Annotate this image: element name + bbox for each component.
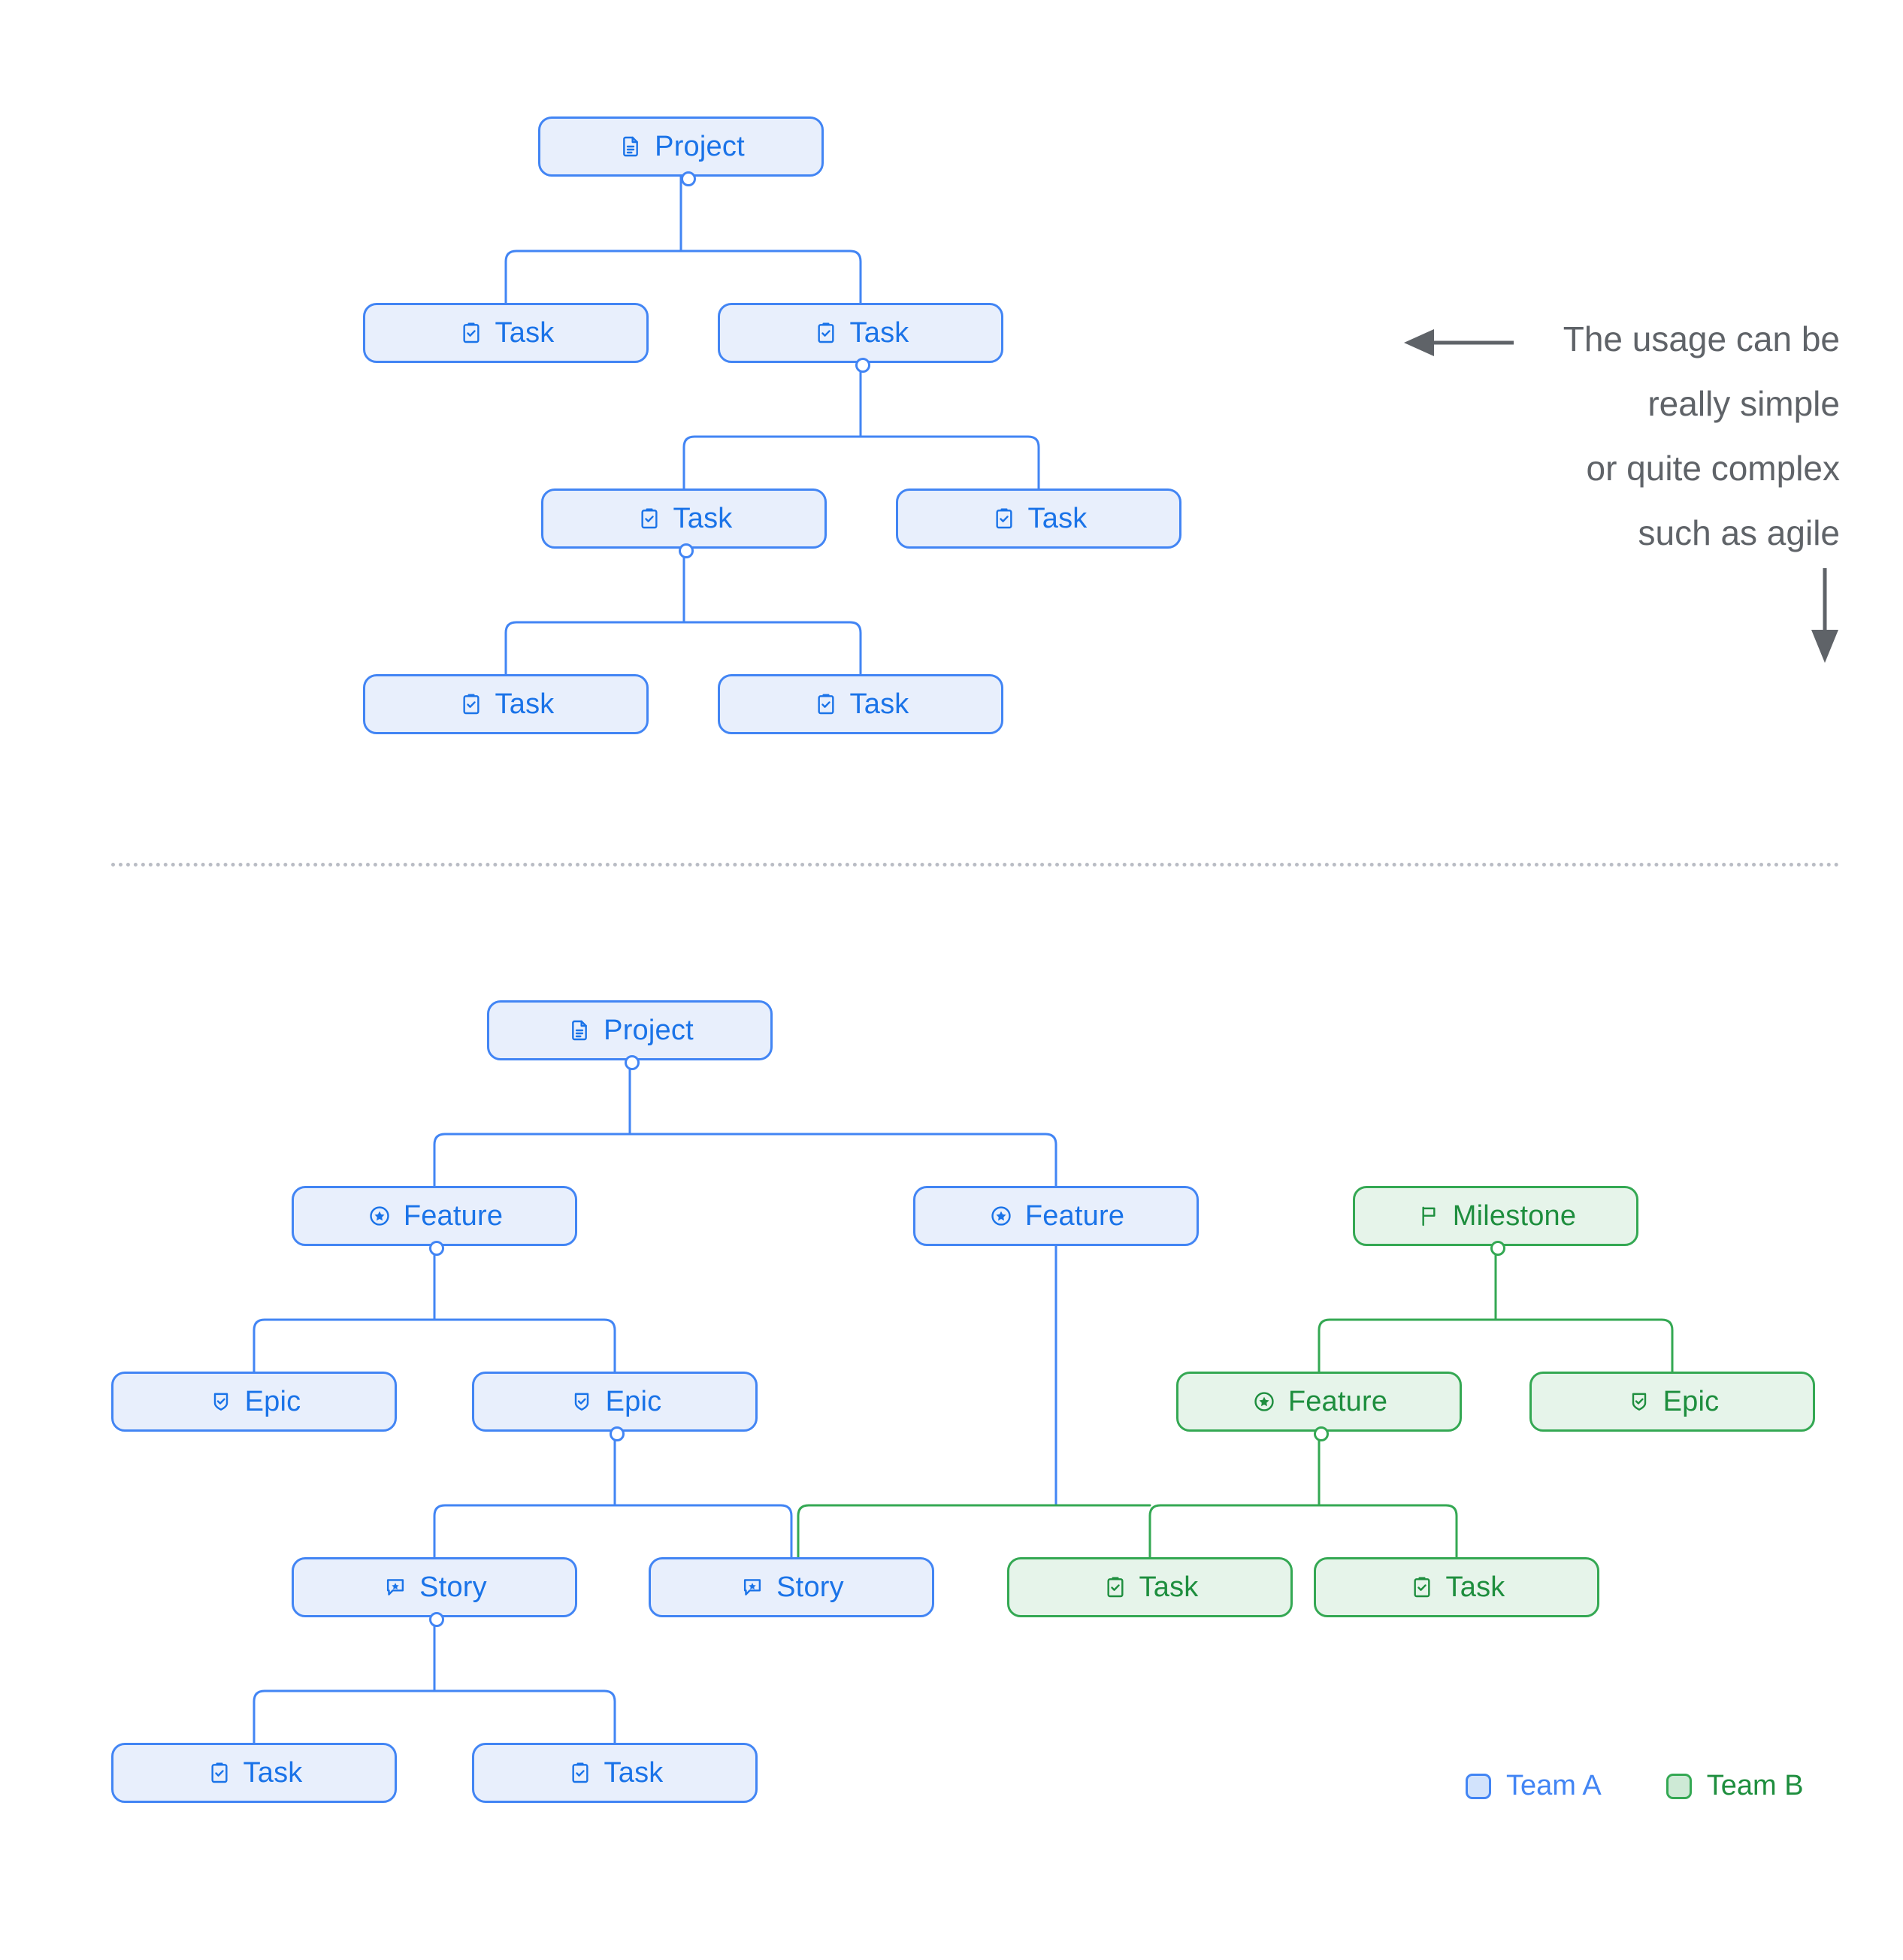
node-label: Task <box>495 317 555 349</box>
legend-item-team-b[interactable]: Team B <box>1666 1770 1804 1802</box>
task-icon <box>812 691 840 718</box>
connector-port <box>681 171 696 186</box>
node-task[interactable]: Task <box>111 1743 397 1803</box>
node-label: Task <box>1027 503 1088 534</box>
story-icon <box>739 1574 766 1601</box>
node-label: Epic <box>244 1386 301 1417</box>
arrow-down-icon <box>1811 568 1838 663</box>
node-epic[interactable]: Epic <box>1529 1372 1815 1432</box>
task-icon <box>636 505 663 532</box>
legend-swatch-icon <box>1666 1773 1692 1799</box>
node-task[interactable]: Task <box>472 1743 758 1803</box>
node-milestone[interactable]: Milestone <box>1353 1186 1638 1256</box>
node-task[interactable]: Task <box>1314 1557 1599 1617</box>
connector-port <box>610 1426 625 1441</box>
node-task[interactable]: Task <box>363 674 649 734</box>
node-label: Feature <box>403 1200 504 1232</box>
section-divider <box>111 863 1840 867</box>
arrow-left-icon <box>1404 329 1514 356</box>
node-task[interactable]: Task <box>1007 1557 1293 1617</box>
node-task[interactable]: Task <box>718 674 1003 734</box>
connector-port <box>679 543 694 558</box>
node-label: Project <box>604 1015 694 1046</box>
node-story[interactable]: Story <box>292 1557 577 1627</box>
legend-item-team-a[interactable]: Team A <box>1466 1770 1602 1802</box>
legend-label: Team B <box>1706 1770 1804 1801</box>
epic-icon <box>568 1388 595 1415</box>
node-label: Task <box>1445 1571 1505 1603</box>
epic-icon <box>207 1388 234 1415</box>
node-label: Task <box>243 1757 303 1789</box>
feature-icon <box>988 1202 1015 1230</box>
annotation-line-1: The usage can be <box>1563 319 1840 358</box>
annotation-line-3: or quite complex <box>1586 449 1841 488</box>
node-label: Epic <box>1662 1386 1720 1417</box>
node-task[interactable]: Task <box>718 303 1003 373</box>
epic-icon <box>1626 1388 1653 1415</box>
node-project[interactable]: Project <box>538 116 824 186</box>
node-task[interactable]: Task <box>541 488 827 558</box>
feature-icon <box>1251 1388 1278 1415</box>
node-label: Task <box>604 1757 664 1789</box>
task-icon <box>812 319 840 346</box>
task-icon <box>1102 1574 1129 1601</box>
milestone-icon <box>1415 1202 1442 1230</box>
connector-port <box>429 1612 444 1627</box>
legend-swatch-icon <box>1466 1773 1491 1799</box>
node-feature[interactable]: Feature <box>913 1186 1199 1246</box>
team-legend: Team A Team B <box>1466 1770 1804 1802</box>
node-label: Feature <box>1287 1386 1388 1417</box>
annotation-line-2: really simple <box>1647 384 1840 423</box>
connector-port <box>429 1241 444 1256</box>
feature-icon <box>366 1202 393 1230</box>
task-icon <box>458 319 485 346</box>
node-label: Feature <box>1024 1200 1125 1232</box>
node-label: Story <box>776 1571 844 1603</box>
node-label: Task <box>849 317 909 349</box>
task-icon <box>991 505 1018 532</box>
node-label: Task <box>495 688 555 720</box>
node-label: Milestone <box>1452 1200 1577 1232</box>
node-label: Task <box>1139 1571 1199 1603</box>
annotation-line-4: such as agile <box>1638 513 1841 552</box>
node-story[interactable]: Story <box>649 1557 934 1617</box>
node-label: Story <box>419 1571 487 1603</box>
node-project[interactable]: Project <box>487 1000 773 1070</box>
node-task[interactable]: Task <box>363 303 649 363</box>
document-icon <box>617 133 644 160</box>
story-icon <box>382 1574 409 1601</box>
connector-port <box>1314 1426 1329 1441</box>
connector-port <box>1490 1241 1505 1256</box>
node-feature[interactable]: Feature <box>1176 1372 1462 1441</box>
node-epic[interactable]: Epic <box>472 1372 758 1441</box>
task-icon <box>458 691 485 718</box>
node-label: Project <box>655 131 745 162</box>
task-icon <box>1408 1574 1436 1601</box>
node-feature[interactable]: Feature <box>292 1186 577 1256</box>
node-task[interactable]: Task <box>896 488 1181 549</box>
task-icon <box>567 1759 594 1786</box>
document-icon <box>566 1017 593 1044</box>
legend-label: Team A <box>1506 1770 1602 1801</box>
node-epic[interactable]: Epic <box>111 1372 397 1432</box>
connector-port <box>625 1055 640 1070</box>
connector-port <box>855 358 870 373</box>
node-label: Epic <box>605 1386 662 1417</box>
task-icon <box>206 1759 233 1786</box>
node-label: Task <box>849 688 909 720</box>
node-label: Task <box>673 503 733 534</box>
